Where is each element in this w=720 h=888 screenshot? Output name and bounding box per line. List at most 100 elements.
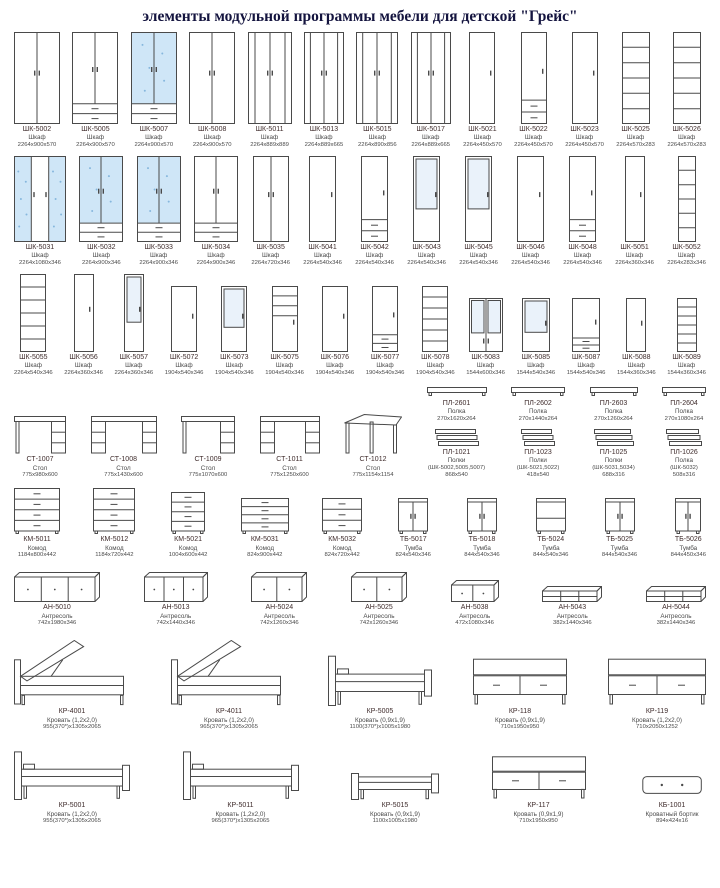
item-dims: 742x1260x346 [259,620,299,627]
item-dims: 742x1980x346 [37,620,77,627]
item-type: Шкаф [368,134,387,142]
furniture-drawing-icon [171,274,198,353]
item-dims: 2264x900x570 [76,141,115,148]
item-type: Шкаф [313,252,332,260]
item-dims: 1544x600x346 [466,369,505,376]
furniture-drawing-icon [469,32,496,124]
item-dims: 1904x540x346 [265,369,304,376]
furniture-drawing-icon [123,274,144,353]
item-dims: 2264x890x856 [358,141,397,148]
furniture-drawing-icon [271,274,298,353]
item-code: КР-118 [508,708,532,716]
furniture-drawing-icon [351,738,439,801]
item-dims: 270x1260x264 [594,415,633,422]
item-code: ШК-5023 [570,126,599,133]
item-code: КР-119 [645,708,669,716]
item-dims: 2264x900x346 [196,259,236,266]
furniture-drawing-icon [466,486,497,535]
item-dims: 1904x540x346 [365,369,405,376]
item-type: Шкаф [260,134,279,142]
item-code: ШК-5008 [197,126,227,133]
item-dims: 2264x540x346 [355,259,394,266]
furniture-drawing-icon [624,156,645,243]
item-type: Комод [105,544,124,552]
item-type: Шкаф [577,362,595,370]
furniture-drawing-icon [344,412,402,454]
furniture-drawing-icon [604,486,635,535]
item-code: ТБ-5026 [674,536,702,544]
item-dims: 2264x900x346 [82,259,121,266]
item-dims: 2264x540x346 [459,259,498,266]
item-code: ТБ-5017 [399,536,427,544]
furniture-drawing-icon [535,486,566,535]
item-code: ШК-5083 [471,354,500,362]
furniture-drawing-icon [130,32,177,124]
item-code: ШК-5002 [22,126,52,133]
item-type: Антресоль [160,612,192,620]
item-note: (ШК-5032) [670,465,698,471]
furniture-drawing-icon [666,427,702,447]
item-dims: 775x980x600 [22,472,58,479]
item-code: ШК-5073 [220,354,249,362]
item-code: ШК-5045 [464,244,493,252]
furniture-drawing-icon [593,427,634,447]
item-type: Полка [675,457,693,465]
item-type: Шкаф [575,134,594,142]
furniture-drawing-icon [14,738,130,801]
furniture-drawing-icon [398,486,429,535]
item-code: АН-5013 [161,604,190,612]
item-dims: 1904x540x346 [315,369,355,376]
item-code: ШК-5076 [320,354,350,362]
item-code: КР-5005 [366,708,394,716]
furniture-drawing-icon [72,32,119,124]
item-code: КР-5015 [381,802,409,810]
item-dims: 270x1440x264 [518,415,558,422]
item-dims: 2264x900x346 [139,259,178,266]
furniture-drawing-icon [426,384,487,398]
furniture-drawing-icon [14,32,60,124]
item-type: Тумба [679,544,698,552]
